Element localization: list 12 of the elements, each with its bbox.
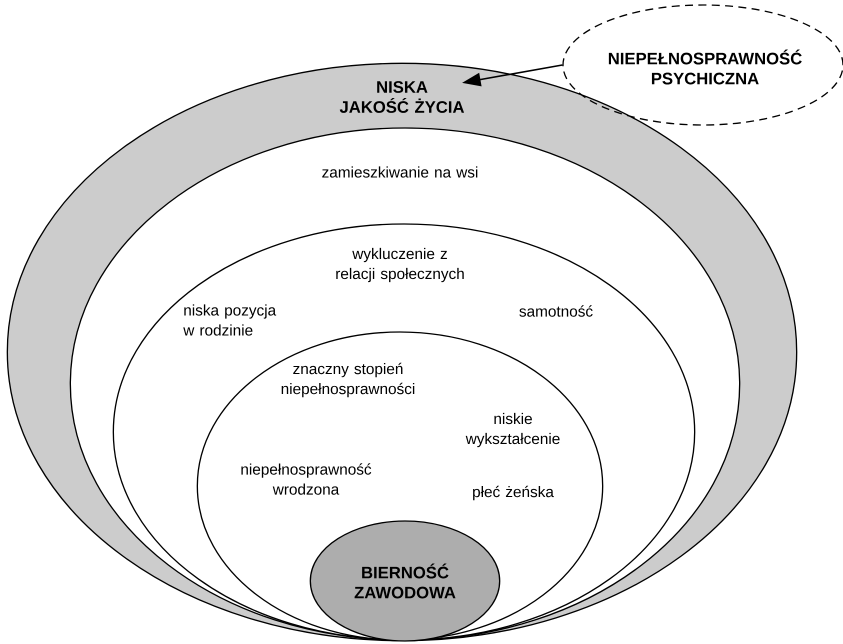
ellipse (310, 520, 500, 642)
ellipse-label: samotność (519, 305, 593, 317)
ellipse-label: NIEPEŁNOSPRAWNOŚĆ PSYCHICZNA (608, 50, 802, 84)
ellipse-label: płeć żeńska (473, 486, 554, 500)
ellipse-label: wykluczenie z relacji społecznych (336, 248, 464, 282)
ellipse-label: znaczny stopień niepełnosprawności (282, 362, 414, 398)
ellipse-label: NISKA JAKOŚĆ ŻYCIA (340, 81, 464, 113)
ellipse-label: niskie wykształcenie (466, 412, 560, 448)
ellipse-label: niepełnosprawność wrodzona (241, 463, 372, 495)
ellipse-label: niska pozycja w rodzinie (183, 304, 276, 336)
ellipse-label: zamieszkiwanie na wsi (322, 166, 478, 178)
ellipse-label: BIERNOŚĆ ZAWODOWA (354, 564, 456, 598)
